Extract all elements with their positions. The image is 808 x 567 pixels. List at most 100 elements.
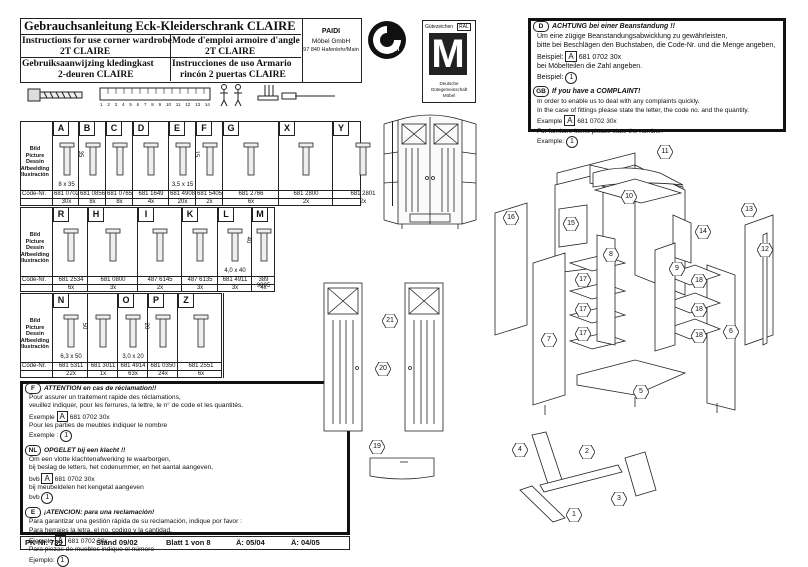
title-fr: Mode d'emploi armoire d'angle (172, 36, 300, 46)
part-number: 18 (695, 277, 703, 284)
example-qty: 30x (609, 53, 622, 61)
example-number-circle: 1 (565, 136, 578, 149)
notice-nl-line3: bvb (29, 475, 40, 483)
notice-fr-line5: Exemple : (29, 432, 59, 440)
code-nr-label-row1: Code-Nr. (22, 191, 47, 197)
part-number: 9 (675, 265, 679, 272)
dessin-label: Dessin (25, 159, 45, 165)
part-number: 17 (579, 306, 587, 313)
notice-gb-line1: In order to enable us to deal with any c… (537, 97, 700, 105)
example-code: 681 0702 (577, 118, 605, 126)
notice-nl-line5: bvb (29, 494, 40, 502)
example-code: 681 0702 (67, 537, 96, 545)
part-number-hex: 13 (741, 203, 757, 217)
lang-es-icon: E (25, 507, 41, 519)
part-quantity: 4x (260, 285, 267, 291)
part-number: 17 (579, 276, 587, 283)
part-number: 2 (585, 448, 589, 455)
ruler-mark: 3 (114, 102, 118, 107)
part-letter: A (53, 121, 69, 136)
example-number-circle: 1 (565, 71, 578, 84)
ruler-mark: 9 (158, 102, 162, 107)
bild-label: Bild (29, 146, 41, 152)
hardware-icon (155, 314, 171, 348)
part-dimension: 8 x 35 (58, 182, 75, 188)
hardware-icon (193, 314, 209, 348)
company-line1: Möbel GmbH (311, 38, 351, 45)
part-number: 21 (386, 317, 394, 324)
lang-fr-icon: F (25, 383, 41, 394)
part-code: 681 2766 (238, 191, 264, 197)
notice-de-line4: bei Möbelteilen die Zahl angeben. (537, 63, 643, 71)
notice-gb-line4: For furniture items please state the num… (537, 127, 664, 135)
part-number-hex: 18 (691, 274, 707, 288)
example-letter-box: A (41, 472, 53, 484)
part-quantity: 2x (359, 199, 367, 205)
part-letter: G (223, 121, 239, 136)
part-number-hex: 2 (579, 445, 595, 459)
part-code: 681 4908 (169, 191, 196, 197)
example-code: 681 0702 (54, 475, 83, 483)
part-quantity: 30x (61, 199, 72, 205)
notice-es-line1: Para garantizar una gestión rápida de su… (29, 518, 242, 526)
part-number: 13 (745, 206, 753, 213)
part-number-hex: 21 (382, 314, 398, 328)
bild-label: Bild (29, 318, 41, 324)
complaint-notice-fr-nl-es (20, 381, 350, 535)
part-code: 681 0702 (53, 191, 80, 197)
part-number-hex: 8 (603, 248, 619, 262)
part-number: 18 (695, 332, 703, 339)
example-letter-box: A (56, 410, 68, 422)
part-letter: K (182, 207, 198, 222)
notice-de-line5: Beispiel: (537, 73, 564, 81)
picture-label: Picture (25, 152, 45, 159)
notice-fr-heading: ATTENTION en cas de réclamation!! (44, 385, 157, 392)
hardware-icon (298, 142, 314, 176)
part-quantity: 3x (196, 285, 204, 291)
part-letter: M (252, 207, 268, 222)
lang-nl-icon: NL (25, 445, 41, 457)
ruler-mark: 1 (100, 102, 103, 107)
example-code: 681 0702 (578, 53, 608, 61)
part-number: 7 (547, 336, 551, 343)
hardware-icon (85, 142, 100, 176)
part-letter: Z (178, 293, 194, 308)
part-quantity: 24x (158, 371, 168, 377)
title-fr-sub: 2T CLAIRE (205, 47, 256, 57)
loose-parts-drawing (360, 430, 800, 550)
ruler-mark: 4 (121, 102, 125, 107)
hardware-icon (59, 142, 74, 176)
company-box (301, 18, 362, 83)
notice-fr-line2: veuillez indiquer, pour les ferrures, la… (29, 402, 244, 410)
picture-label: Picture (25, 238, 45, 245)
part-quantity: 63x (128, 371, 138, 377)
part-number: 1 (572, 511, 576, 518)
seal-emblem: M (429, 33, 467, 75)
afbeelding-label: Afbeelding (20, 337, 50, 344)
part-number: 12 (761, 246, 769, 253)
example-qty: 30x (606, 118, 617, 126)
title-es-sub: rincón 2 puertas CLAIRE (180, 70, 286, 80)
ruler-mark: 8 (151, 102, 154, 107)
part-number-hex: 9 (669, 262, 685, 276)
part-number-hex: 18 (691, 303, 707, 317)
notice-de-heading: ACHTUNG bei einer Beanstandung !! (552, 23, 675, 30)
notice-de-line3: Beispiel: (537, 53, 564, 61)
part-number-hex: 1 (566, 508, 582, 522)
ruler-mark: 2 (107, 102, 110, 107)
title-nl-sub: 2-deuren CLAIRE (58, 70, 134, 80)
ilustracion-label: Ilustración (21, 172, 49, 178)
part-dim-label: 40 (245, 236, 251, 244)
door-right-drawing (404, 282, 444, 432)
part-dimension: 4,0 x 40 (224, 268, 246, 274)
footer-stand: Stand 09/02 (96, 538, 138, 547)
footer-revision2: Ä: 04/05 (291, 538, 320, 547)
title-en: Instructions for use corner wardrobe (22, 36, 172, 46)
ruler-mark: 13 (195, 102, 201, 107)
